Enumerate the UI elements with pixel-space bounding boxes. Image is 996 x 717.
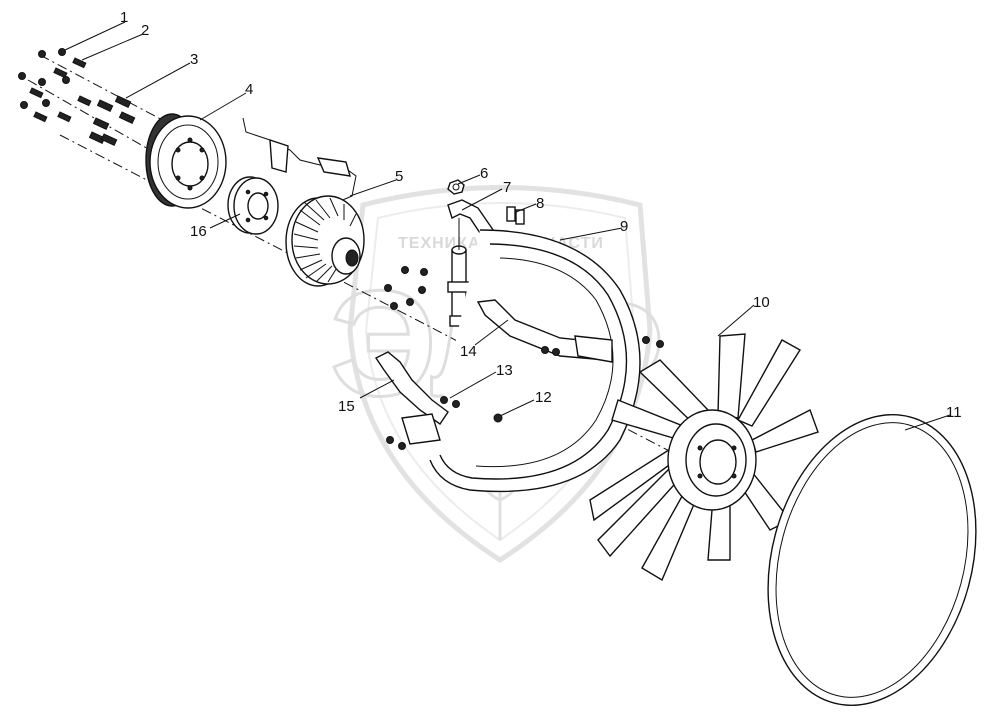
callout-14: 14 (460, 343, 477, 360)
part-1-nuts (18, 48, 70, 109)
part-15-lower-bracket (374, 351, 460, 450)
part-10-fan-impeller (589, 333, 819, 582)
vertical-support-post (447, 218, 471, 327)
callout-12: 12 (535, 389, 552, 406)
callout-16: 16 (190, 223, 207, 240)
part-3-bolts (88, 95, 136, 147)
sensor-wire-harness (242, 117, 357, 203)
clutch-mounting-nuts (384, 266, 428, 310)
callout-6: 6 (480, 165, 488, 182)
callout-9: 9 (620, 218, 628, 235)
callout-11: 11 (946, 404, 962, 421)
part-2-bolts (29, 57, 92, 123)
leader-lines (64, 21, 951, 431)
callout-1: 1 (120, 9, 128, 26)
part-4-pulley (145, 113, 227, 209)
callout-13: 13 (496, 362, 513, 379)
watermark-text-left: ТЕХНИКА (398, 235, 481, 252)
part-5-fan-clutch (285, 195, 365, 287)
part-11-outer-ring (767, 414, 977, 706)
callout-7: 7 (503, 179, 511, 196)
callout-15: 15 (338, 398, 355, 415)
callout-10: 10 (753, 294, 770, 311)
part-14-strap-bracket (476, 299, 664, 363)
part-16-spacer-flange (227, 176, 279, 235)
callout-3: 3 (190, 51, 198, 68)
callout-5: 5 (395, 168, 403, 185)
callout-4: 4 (245, 81, 253, 98)
callout-8: 8 (536, 195, 544, 212)
callout-labels: 1 2 3 4 5 6 7 8 9 10 11 12 13 14 15 16 (120, 9, 962, 421)
callout-2: 2 (141, 22, 149, 39)
